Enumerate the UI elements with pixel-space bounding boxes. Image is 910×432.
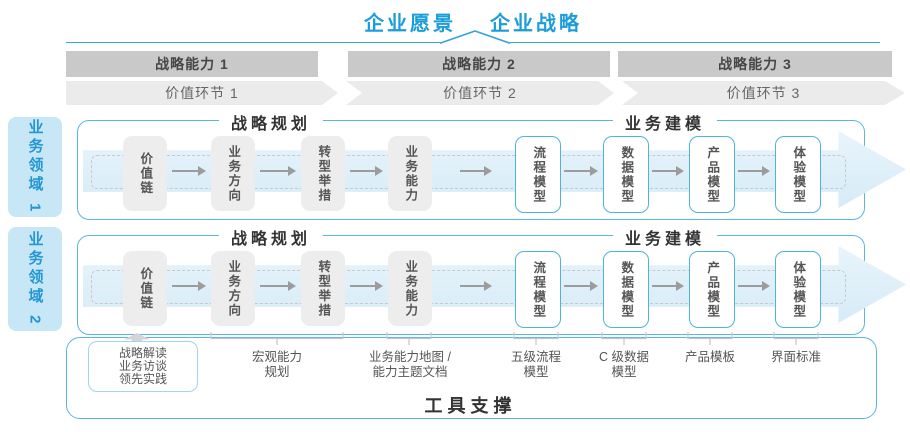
node-transformation-initiative: 转型举措 bbox=[301, 251, 345, 326]
flow-arrow-icon bbox=[460, 281, 492, 291]
flow-arrow-icon bbox=[738, 166, 770, 176]
tool-support-label: 工具支撑 bbox=[424, 396, 517, 416]
flow-arrow-icon bbox=[460, 166, 492, 176]
brace-icon bbox=[210, 332, 344, 345]
flow-arrow-icon bbox=[350, 166, 383, 176]
value-link-2-label: 价值环节 2 bbox=[443, 85, 517, 101]
brace-icon bbox=[601, 332, 647, 345]
value-link-segment-3: 价值环节 3 bbox=[622, 81, 905, 105]
planning-header: 战略规划 bbox=[218, 225, 324, 249]
business-domain-lane-1: 战略规划 业务建模 价值链 业务方向 转型举措 业务能力 流程模型 数据模型 产… bbox=[77, 110, 906, 220]
brace-icon bbox=[773, 332, 819, 345]
capability-bar-1: 战略能力 1 bbox=[66, 51, 318, 77]
brace-icon bbox=[513, 332, 559, 345]
node-business-capability: 业务能力 bbox=[388, 136, 432, 211]
node-data-model: 数据模型 bbox=[603, 251, 649, 328]
note-box-inputs: 战略解读 业务访谈 领先实践 bbox=[88, 341, 198, 392]
flow-arrow-icon bbox=[260, 281, 296, 291]
flow-arrow-icon bbox=[564, 281, 598, 291]
tool-support-frame bbox=[66, 337, 877, 419]
note-inputs-line1: 战略解读 bbox=[118, 346, 167, 360]
value-link-segment-2: 价值环节 2 bbox=[346, 81, 614, 105]
flow-arrow-icon bbox=[652, 281, 684, 291]
value-link-1-label: 价值环节 1 bbox=[165, 85, 239, 101]
modeling-header: 业务建模 bbox=[612, 225, 718, 249]
note-process-line1: 五级流程 bbox=[510, 350, 562, 364]
flow-arrow-icon bbox=[652, 166, 684, 176]
planning-header: 战略规划 bbox=[218, 110, 324, 134]
business-domain-2-label: 业务领域 2 bbox=[26, 230, 44, 328]
node-experience-model: 体验模型 bbox=[775, 136, 821, 213]
note-capability-map: 业务能力地图 / 能力主题文档 bbox=[369, 350, 451, 379]
node-business-direction: 业务方向 bbox=[211, 251, 255, 326]
note-macro-line1: 宏观能力 bbox=[251, 350, 303, 364]
peak-marker-icon bbox=[440, 30, 510, 44]
brace-icon bbox=[386, 332, 432, 345]
dashed-track bbox=[91, 155, 846, 189]
note-datamodel-line2: 模型 bbox=[611, 364, 637, 379]
value-link-3-label: 价值环节 3 bbox=[726, 85, 801, 101]
node-product-model: 产品模型 bbox=[689, 136, 735, 213]
diagram-title: 企业愿景 企业战略 bbox=[66, 7, 880, 36]
note-data-model: C 级数据 模型 bbox=[599, 350, 649, 379]
business-domain-lane-2: 战略规划 业务建模 价值链 业务方向 转型举措 业务能力 流程模型 数据模型 产… bbox=[77, 225, 906, 335]
note-capmap-line2: 能力主题文档 bbox=[372, 364, 448, 379]
capability-bar-3: 战略能力 3 bbox=[618, 51, 892, 77]
note-ui-standard: 界面标准 bbox=[771, 350, 821, 365]
node-business-capability: 业务能力 bbox=[388, 251, 432, 326]
node-business-direction: 业务方向 bbox=[211, 136, 255, 211]
flow-arrow-icon bbox=[172, 281, 206, 291]
note-inputs-line2: 业务访谈 bbox=[118, 359, 167, 373]
capability-bar-2-label: 战略能力 2 bbox=[442, 56, 516, 72]
flow-arrow-icon bbox=[172, 166, 206, 176]
value-link-segment-1: 价值环节 1 bbox=[66, 81, 338, 105]
business-domain-strip-2: 业务领域 2 bbox=[8, 227, 62, 331]
title-strategy: 企业战略 bbox=[490, 13, 582, 35]
node-process-model: 流程模型 bbox=[515, 136, 561, 213]
capability-bar-2: 战略能力 2 bbox=[348, 51, 610, 77]
business-domain-strip-1: 业务领域 1 bbox=[8, 117, 62, 217]
capability-bar-1-label: 战略能力 1 bbox=[155, 56, 229, 72]
note-process-line2: 模型 bbox=[523, 364, 549, 379]
flow-arrow-icon bbox=[260, 166, 296, 176]
note-capmap-line1: 业务能力地图 / bbox=[369, 350, 451, 364]
note-inputs-line3: 领先实践 bbox=[118, 372, 167, 386]
note-datamodel-line1: C 级数据 bbox=[598, 350, 650, 364]
dashed-track bbox=[91, 270, 846, 304]
node-transformation-initiative: 转型举措 bbox=[301, 136, 345, 211]
note-process-model: 五级流程 模型 bbox=[511, 350, 561, 379]
note-product-line1: 产品模板 bbox=[684, 350, 736, 364]
note-ui-line1: 界面标准 bbox=[770, 350, 822, 364]
node-product-model: 产品模型 bbox=[689, 251, 735, 328]
brace-icon bbox=[687, 332, 733, 345]
business-domain-1-label: 业务领域 1 bbox=[26, 118, 44, 216]
note-macro-capability: 宏观能力 规划 bbox=[252, 350, 302, 379]
capability-bar-3-label: 战略能力 3 bbox=[718, 56, 792, 72]
node-experience-model: 体验模型 bbox=[775, 251, 821, 328]
note-product-template: 产品模板 bbox=[685, 350, 735, 365]
node-data-model: 数据模型 bbox=[603, 136, 649, 213]
modeling-header: 业务建模 bbox=[612, 110, 718, 134]
node-process-model: 流程模型 bbox=[515, 251, 561, 328]
node-value-chain: 价值链 bbox=[123, 136, 167, 211]
flow-arrow-icon bbox=[738, 281, 770, 291]
node-value-chain: 价值链 bbox=[123, 251, 167, 326]
note-macro-line2: 规划 bbox=[264, 364, 290, 379]
title-vision: 企业愿景 bbox=[364, 13, 456, 35]
flow-arrow-icon bbox=[564, 166, 598, 176]
flow-arrow-icon bbox=[350, 281, 383, 291]
